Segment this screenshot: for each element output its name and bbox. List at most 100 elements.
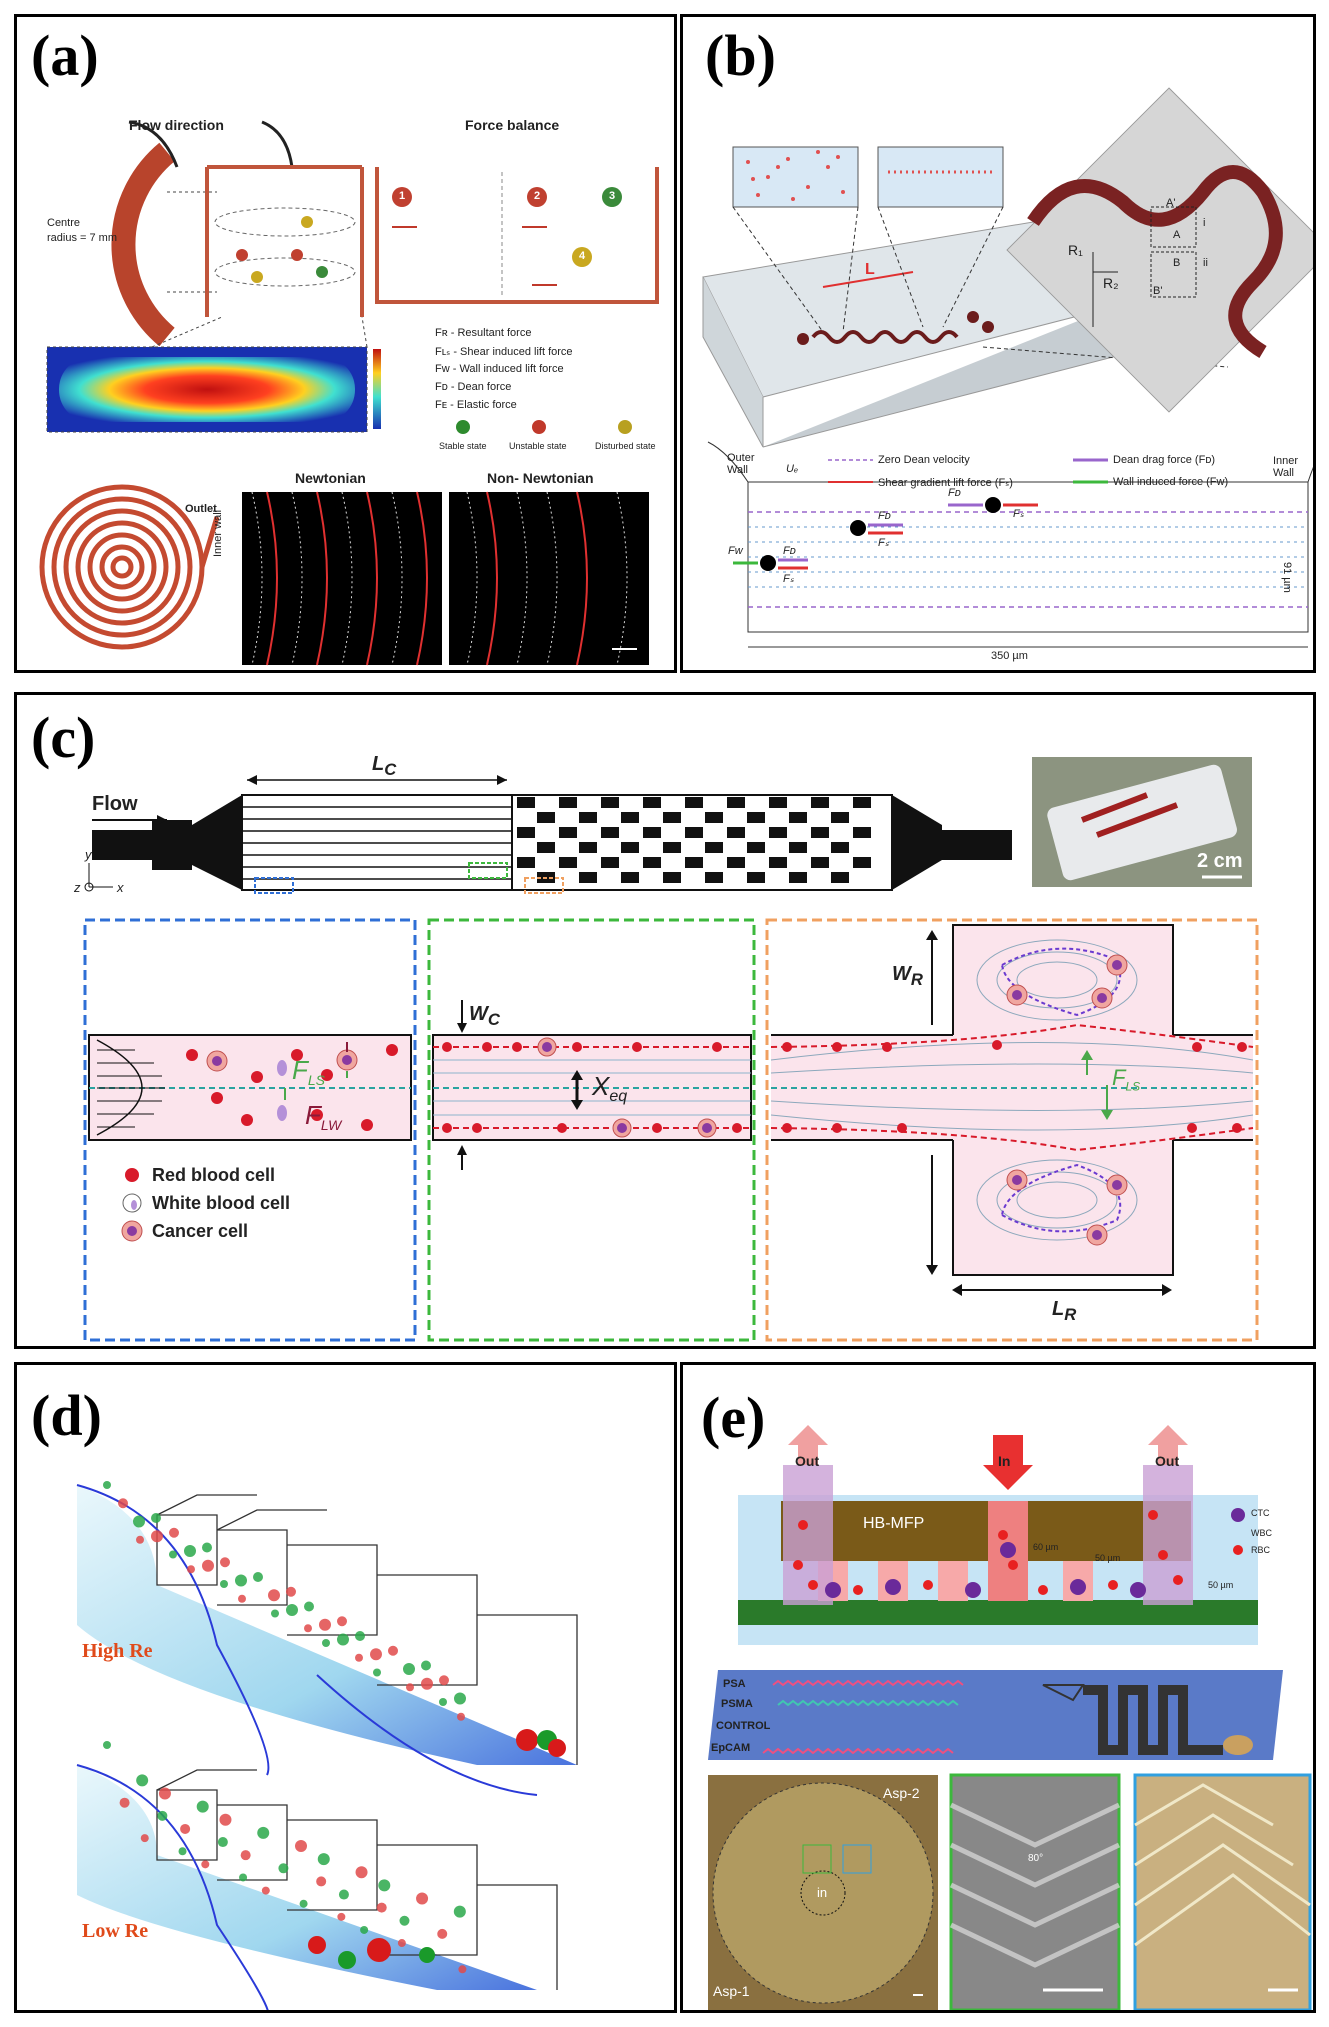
inner-wall-label: Inner wall (212, 509, 224, 557)
b-fs-3: Fₛ (783, 573, 794, 585)
particle (196, 1800, 209, 1813)
chamber (601, 827, 619, 838)
chamber (853, 857, 871, 868)
b-r2-label: R₂ (1103, 275, 1119, 291)
panel-e: (e) (680, 1362, 1316, 2013)
chamber (789, 812, 807, 823)
chamber (747, 842, 765, 853)
particle (403, 1663, 415, 1675)
panel-b: (b) (680, 14, 1316, 673)
particle (337, 1616, 347, 1627)
particle (406, 1683, 414, 1692)
chamber (831, 812, 849, 823)
e-asp2: Asp-2 (883, 1785, 920, 1801)
c-flw-main: F (305, 1100, 321, 1130)
panel-e-label: (e) (701, 1385, 766, 1450)
particle (397, 1939, 406, 1948)
ball-4: 4 (579, 250, 586, 262)
chamber (853, 827, 871, 838)
particle (202, 1559, 214, 1572)
c-legend-rbc: Red blood cell (152, 1165, 276, 1185)
chamber (747, 872, 765, 883)
non-newtonian-label: Non- Newtonian (487, 470, 594, 486)
chamber (705, 812, 723, 823)
e-legend-wbc: WBC (1251, 1528, 1272, 1538)
b-b-prime: B' (1153, 285, 1163, 297)
c-flw-label: FLW (305, 1100, 341, 1133)
particle (187, 1565, 195, 1574)
particle (217, 1837, 228, 1848)
b-height-label: 91 µm (1281, 562, 1293, 593)
c-axis-x: x (117, 880, 124, 895)
state-unstable: Unstable state (509, 441, 567, 451)
c-lc-label: LC (372, 753, 396, 780)
state-stable: Stable state (439, 441, 487, 451)
particle (316, 1876, 327, 1887)
b-fw: Fᴡ (728, 545, 743, 557)
particle (304, 1601, 314, 1612)
e-in-small: in (817, 1885, 828, 1900)
particle (355, 1866, 368, 1879)
e-dim-50b: 50 µm (1208, 1580, 1234, 1590)
particle (151, 1530, 163, 1543)
c-lc-sub: C (384, 760, 397, 779)
particle (355, 1631, 365, 1641)
particle (103, 1481, 111, 1489)
particle (373, 1668, 381, 1677)
c-fls2-main: F (1112, 1065, 1126, 1090)
chamber (663, 842, 681, 853)
particle (235, 1574, 247, 1587)
b-i: i (1203, 217, 1206, 229)
e-hb-mfp: HB-MFP (863, 1515, 925, 1532)
particle (458, 1965, 467, 1974)
legend-fw: Fᴡ - Wall induced lift force (435, 363, 564, 375)
chamber (537, 842, 555, 853)
particle (201, 1860, 210, 1869)
chamber (663, 812, 681, 823)
e-legend-ctc: CTC (1251, 1508, 1270, 1518)
e-dim-50a: 50 µm (1095, 1553, 1121, 1563)
chamber (853, 797, 871, 808)
panel-c-label: (c) (31, 705, 96, 770)
chamber (579, 872, 597, 883)
c-axis-y: y (85, 847, 92, 862)
particle (238, 1594, 246, 1603)
chamber (643, 857, 661, 868)
panel-e-graphics (708, 1425, 1312, 2010)
panel-d-label: (d) (31, 1383, 102, 1448)
particle (157, 1810, 168, 1821)
chamber (517, 827, 535, 838)
particle (184, 1545, 196, 1557)
panel-a: (a) (14, 14, 677, 673)
particle (253, 1572, 263, 1582)
b-fd-3: Fᴅ (783, 545, 796, 557)
chamber (537, 812, 555, 823)
chamber (705, 872, 723, 883)
c-legend-cancer: Cancer cell (152, 1221, 249, 1241)
c-axis-z: z (74, 880, 81, 895)
chamber (811, 827, 829, 838)
panel-d-graphics (76, 1481, 578, 2010)
particle (219, 1813, 232, 1826)
particle (136, 1535, 144, 1544)
b-a-prime: A' (1166, 197, 1176, 209)
particle (299, 1899, 308, 1908)
c-xeq-main: X (592, 1071, 610, 1101)
centre-label: Centre (47, 217, 81, 229)
b-fs-1: Fₛ (1013, 508, 1024, 520)
ball-1: 1 (399, 190, 406, 202)
c-flow-label: Flow (92, 793, 138, 815)
c-xeq-sub: eq (609, 1088, 628, 1106)
ball-2: 2 (534, 190, 541, 202)
c-lc-main: L (372, 753, 385, 775)
b-fd-1: Fᴅ (948, 487, 961, 499)
d-low-re: Low Re (82, 1920, 149, 1942)
chamber (705, 842, 723, 853)
newtonian-label: Newtonian (295, 470, 366, 486)
b-fs-2: Fₛ (878, 537, 889, 549)
chamber (831, 872, 849, 883)
chamber (685, 857, 703, 868)
e-strip-control: CONTROL (716, 1720, 771, 1732)
chamber (747, 812, 765, 823)
chamber (663, 872, 681, 883)
